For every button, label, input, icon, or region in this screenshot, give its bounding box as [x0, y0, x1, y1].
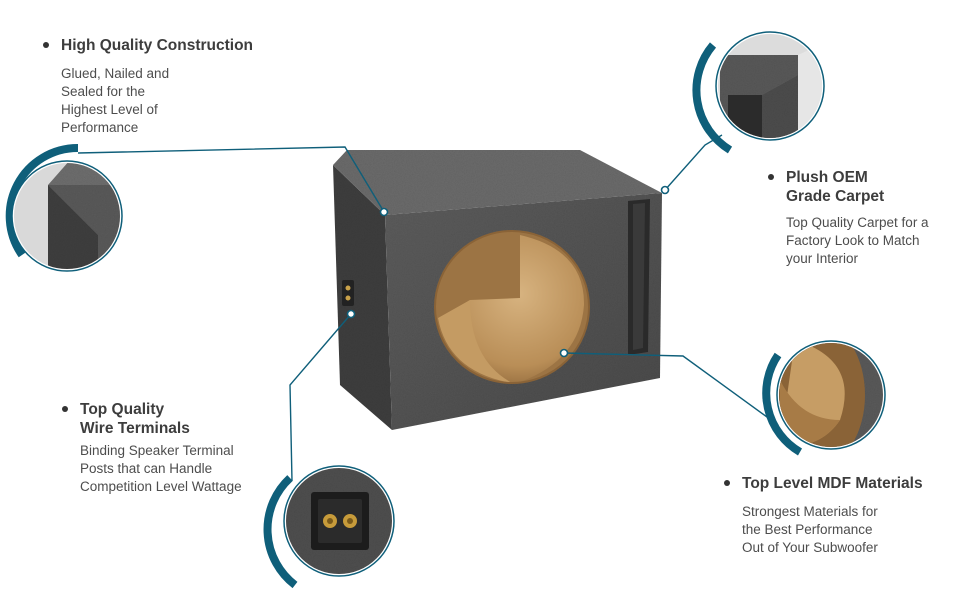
feature-mdf: Top Level MDF Materials Strongest Materi…	[724, 474, 962, 557]
subwoofer-box	[333, 150, 662, 430]
callout-dot-mdf	[559, 348, 569, 358]
box-left-side	[333, 165, 392, 430]
feature-carpet-title: Plush OEM Grade Carpet	[768, 168, 966, 206]
detail-circle-mdf	[762, 340, 886, 456]
callout-line-carpet	[664, 134, 723, 191]
feature-construction-description: Glued, Nailed and Sealed for the Highest…	[61, 66, 170, 135]
callout-dot-terminals	[346, 309, 356, 319]
feature-construction: High Quality Construction Glued, Nailed …	[43, 36, 291, 137]
feature-terminals-title: Top Quality Wire Terminals	[62, 400, 290, 438]
side-terminal-cup	[342, 280, 354, 306]
callout-dot-carpet	[660, 185, 670, 195]
box-top	[333, 150, 662, 215]
feature-carpet-description: Top Quality Carpet for a Factory Look to…	[786, 215, 929, 266]
speaker-cutout	[434, 230, 590, 384]
feature-carpet: Plush OEM Grade Carpet Top Quality Carpe…	[768, 168, 966, 268]
detail-circle-terminals	[263, 465, 395, 589]
callout-line-construction	[77, 146, 385, 213]
feature-construction-title: High Quality Construction	[43, 36, 291, 55]
feature-terminals: Top Quality Wire Terminals Binding Speak…	[62, 400, 290, 496]
detail-circle-carpet	[692, 31, 825, 154]
detail-circle-construction	[5, 143, 123, 272]
feature-mdf-title: Top Level MDF Materials	[724, 474, 962, 493]
feature-mdf-description: Strongest Materials for the Best Perform…	[742, 504, 878, 555]
feature-terminals-description: Binding Speaker Terminal Posts that can …	[80, 443, 242, 494]
callout-dot-construction	[379, 207, 389, 217]
callout-line-terminals	[289, 313, 352, 482]
callout-line-mdf	[563, 352, 779, 426]
